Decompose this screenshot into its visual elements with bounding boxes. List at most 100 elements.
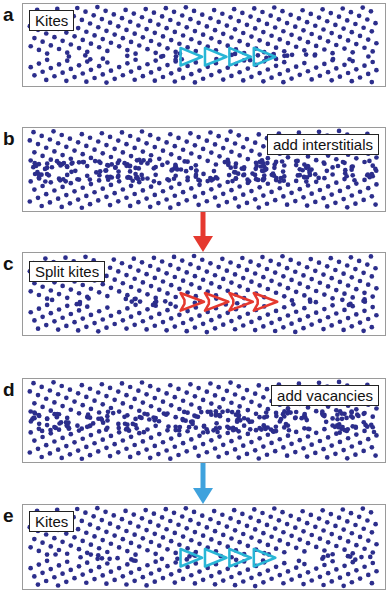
boundary-atom bbox=[313, 172, 318, 177]
atom bbox=[80, 539, 85, 544]
atom bbox=[333, 23, 338, 28]
atom bbox=[277, 282, 282, 287]
atom bbox=[140, 15, 145, 20]
atom bbox=[75, 6, 80, 11]
atom bbox=[229, 319, 234, 324]
atom bbox=[349, 79, 354, 84]
boundary-atom bbox=[77, 302, 82, 307]
atom bbox=[220, 512, 225, 517]
atom bbox=[350, 580, 355, 585]
atom bbox=[80, 152, 85, 157]
atom bbox=[248, 14, 253, 19]
boundary-atom bbox=[66, 426, 71, 431]
atom bbox=[59, 384, 64, 389]
atom bbox=[260, 10, 265, 15]
boundary-atom bbox=[225, 424, 230, 429]
atom bbox=[338, 189, 343, 194]
atom bbox=[252, 507, 257, 512]
atom bbox=[374, 182, 379, 187]
atom bbox=[124, 326, 129, 331]
atom bbox=[268, 258, 273, 263]
atom bbox=[345, 519, 350, 524]
atom bbox=[253, 26, 258, 31]
atom bbox=[281, 581, 286, 586]
atom bbox=[209, 36, 214, 41]
atom bbox=[314, 545, 319, 550]
atom bbox=[39, 455, 44, 460]
atom bbox=[293, 199, 298, 204]
atom bbox=[313, 524, 318, 529]
atom bbox=[373, 202, 378, 207]
kite-outline bbox=[229, 48, 250, 66]
atom bbox=[157, 181, 162, 186]
atom bbox=[249, 149, 254, 154]
boundary-atom bbox=[257, 426, 262, 431]
atom bbox=[374, 406, 379, 411]
atom bbox=[157, 312, 162, 317]
atom bbox=[32, 318, 37, 323]
atom bbox=[366, 573, 371, 578]
atom bbox=[149, 435, 154, 440]
atom bbox=[322, 307, 327, 312]
atom bbox=[149, 153, 154, 158]
atom bbox=[88, 21, 93, 26]
atom bbox=[257, 152, 262, 157]
atom bbox=[172, 580, 177, 585]
atom bbox=[184, 449, 189, 454]
atom bbox=[269, 278, 274, 283]
atom bbox=[97, 309, 102, 314]
atom bbox=[37, 293, 42, 298]
atom bbox=[163, 6, 168, 11]
boundary-atom bbox=[248, 427, 253, 432]
atom bbox=[306, 570, 311, 575]
atom bbox=[221, 32, 226, 37]
boundary-atom bbox=[308, 299, 313, 304]
atom bbox=[249, 74, 254, 79]
atom bbox=[97, 45, 102, 50]
boundary-atom bbox=[187, 425, 192, 430]
atom bbox=[99, 518, 104, 523]
atom bbox=[28, 545, 33, 550]
boundary-atom bbox=[212, 169, 217, 174]
boundary-atom bbox=[105, 418, 110, 423]
atom bbox=[261, 395, 266, 400]
boundary-atom bbox=[67, 426, 72, 431]
atom bbox=[164, 197, 169, 202]
atom bbox=[131, 256, 136, 261]
atom bbox=[306, 285, 311, 290]
atom bbox=[229, 149, 234, 154]
atom bbox=[274, 309, 279, 314]
atom bbox=[32, 537, 37, 542]
atom bbox=[329, 323, 334, 328]
boundary-atom bbox=[160, 556, 165, 561]
boundary-atom bbox=[37, 414, 42, 419]
atom bbox=[237, 184, 242, 189]
atom bbox=[164, 391, 169, 396]
atom bbox=[261, 144, 266, 149]
atom bbox=[144, 196, 149, 201]
boundary-atom bbox=[279, 417, 284, 422]
boundary-atom bbox=[307, 170, 312, 175]
atom bbox=[116, 450, 121, 455]
atom bbox=[164, 328, 169, 333]
atom bbox=[172, 79, 177, 84]
atom bbox=[156, 267, 161, 272]
atom-panel: eKites bbox=[22, 504, 386, 590]
atom bbox=[72, 576, 77, 581]
atom bbox=[60, 70, 65, 75]
atom bbox=[349, 324, 354, 329]
atom bbox=[117, 310, 122, 315]
atom bbox=[27, 389, 32, 394]
atom bbox=[168, 263, 173, 268]
atom bbox=[48, 388, 53, 393]
boundary-atom bbox=[347, 57, 352, 62]
atom bbox=[369, 325, 374, 330]
boundary-atom bbox=[211, 428, 216, 433]
boundary-atom bbox=[336, 164, 341, 169]
atom bbox=[80, 71, 85, 76]
boundary-atom bbox=[361, 299, 366, 304]
boundary-atom bbox=[101, 56, 106, 61]
boundary-atom bbox=[272, 173, 277, 178]
atom bbox=[281, 80, 286, 85]
atom bbox=[326, 70, 331, 75]
